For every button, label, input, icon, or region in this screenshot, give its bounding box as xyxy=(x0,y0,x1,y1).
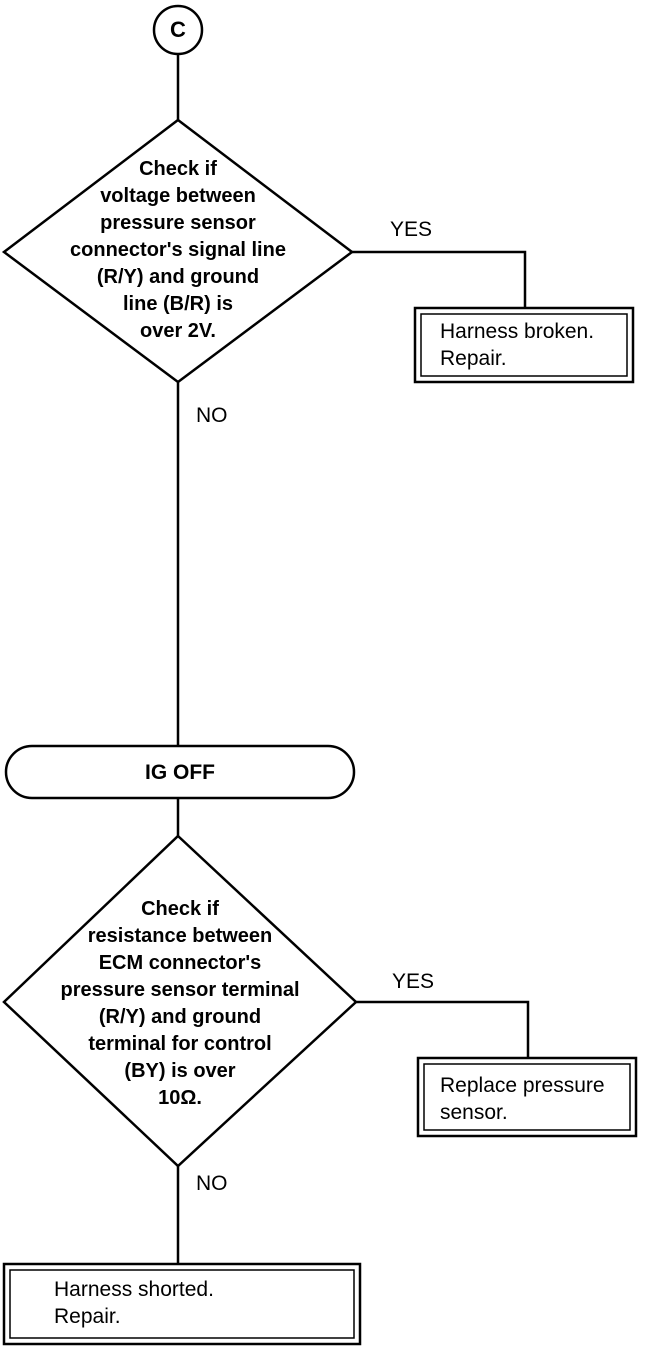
result-box-2-outer xyxy=(416,1056,638,1138)
connector-label: C xyxy=(170,17,186,42)
decision-1-text: Check if voltage between pressure sensor… xyxy=(70,158,286,342)
decision-1-no-label: NO xyxy=(196,404,228,427)
yes-branch-1 xyxy=(352,250,527,308)
decision-2-yes-label: YES xyxy=(392,970,435,993)
result-3-text: Harness shorted. Repair. xyxy=(54,1278,214,1328)
result-box-1-inner xyxy=(420,313,628,377)
decision-2-text: Check if resistance between ECM connecto… xyxy=(60,898,300,1109)
result-box-3-outer xyxy=(2,1262,362,1346)
result-1-text: Harness broken. Repair. xyxy=(440,320,595,370)
terminator-shape xyxy=(4,744,356,800)
decision-1-yes-label: YES xyxy=(390,218,433,241)
decision-2-no-label: NO xyxy=(196,1172,228,1195)
yes-branch-2 xyxy=(356,1000,530,1058)
terminator-label: IG OFF xyxy=(145,761,215,784)
result-2-text: Replace pressure sensor. xyxy=(440,1074,605,1124)
result-box-1-outer xyxy=(413,306,635,384)
result-box-2-inner xyxy=(423,1063,631,1131)
result-box-3-inner xyxy=(9,1269,355,1339)
